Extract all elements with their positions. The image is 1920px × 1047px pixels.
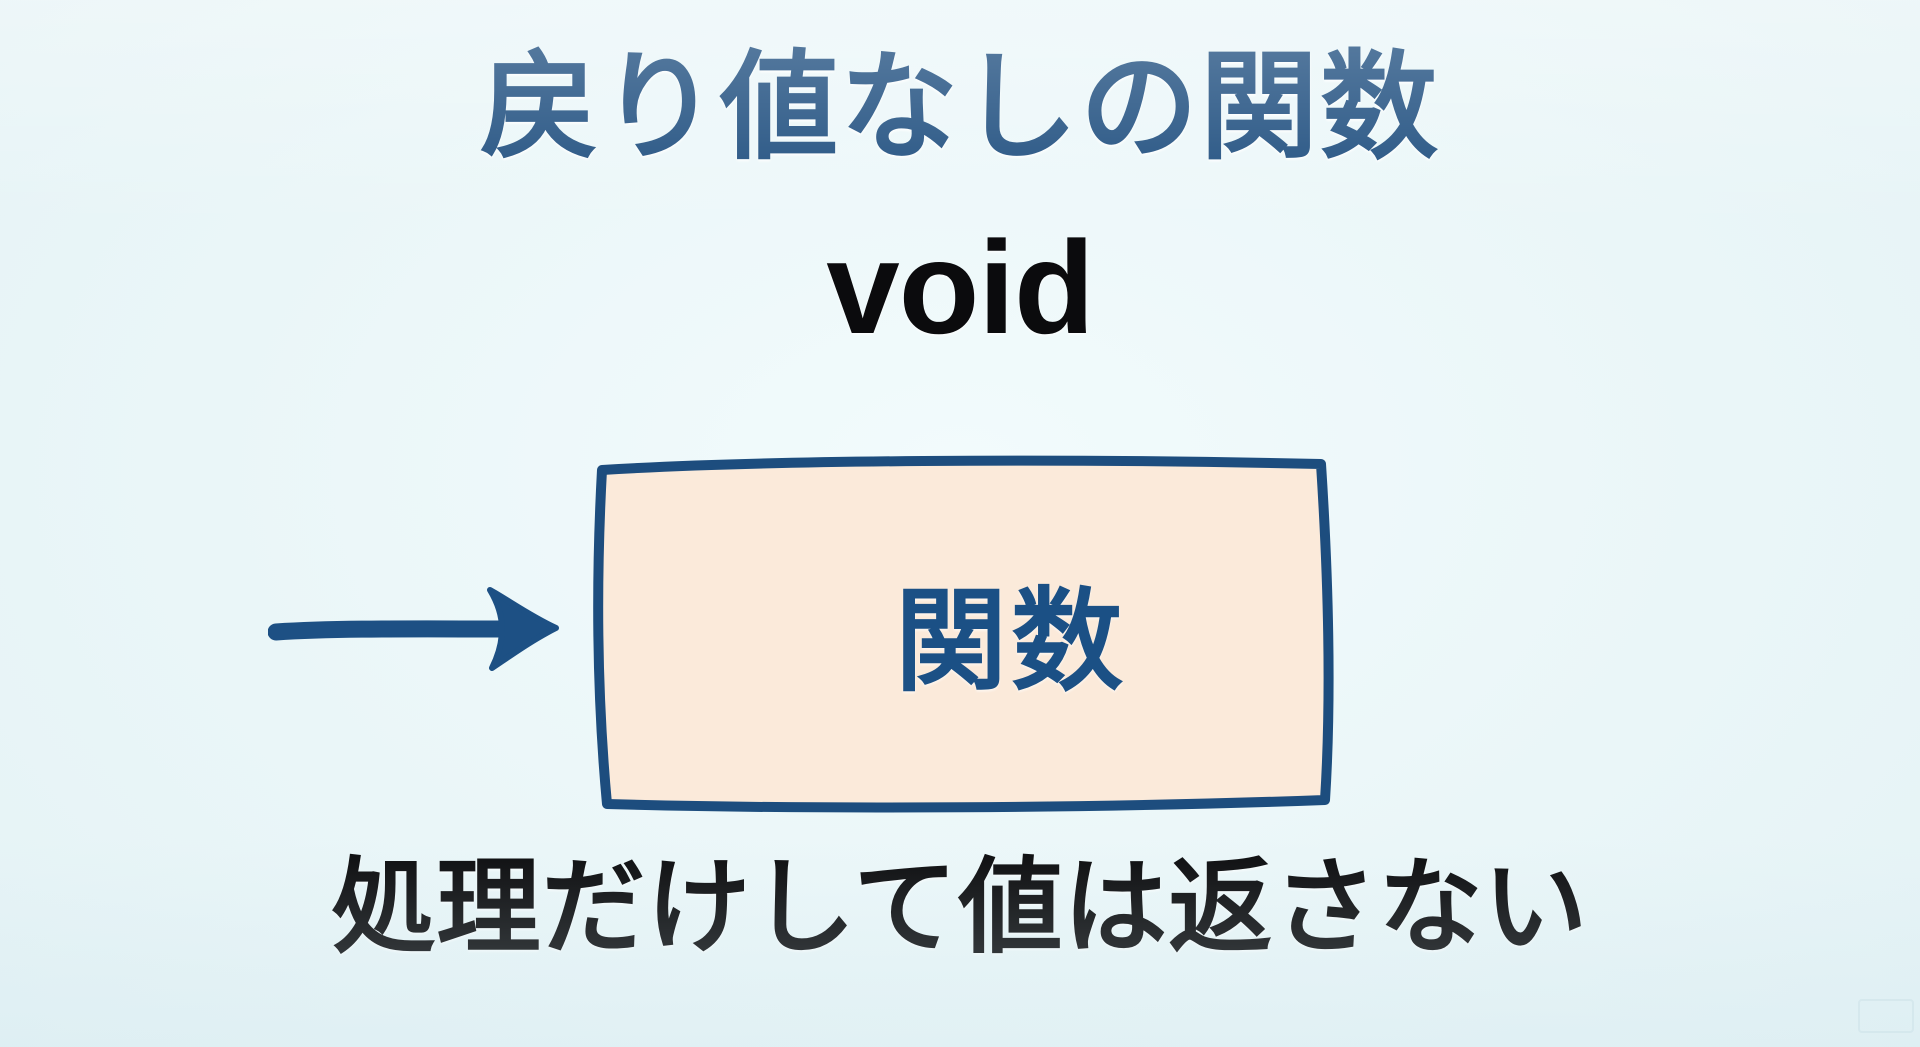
input-arrow-icon [267,587,559,671]
slide-title: 戻り値なしの関数 [479,42,1440,174]
function-box-label: 関数 [895,579,1127,704]
function-box-shape [593,455,1334,813]
void-keyword: void [826,214,1094,361]
player-chrome-artifact [1858,999,1914,1033]
function-box: 関数 [585,448,1341,816]
input-arrow [267,576,628,684]
slide-caption: 処理だけして値は返さない [331,850,1589,966]
